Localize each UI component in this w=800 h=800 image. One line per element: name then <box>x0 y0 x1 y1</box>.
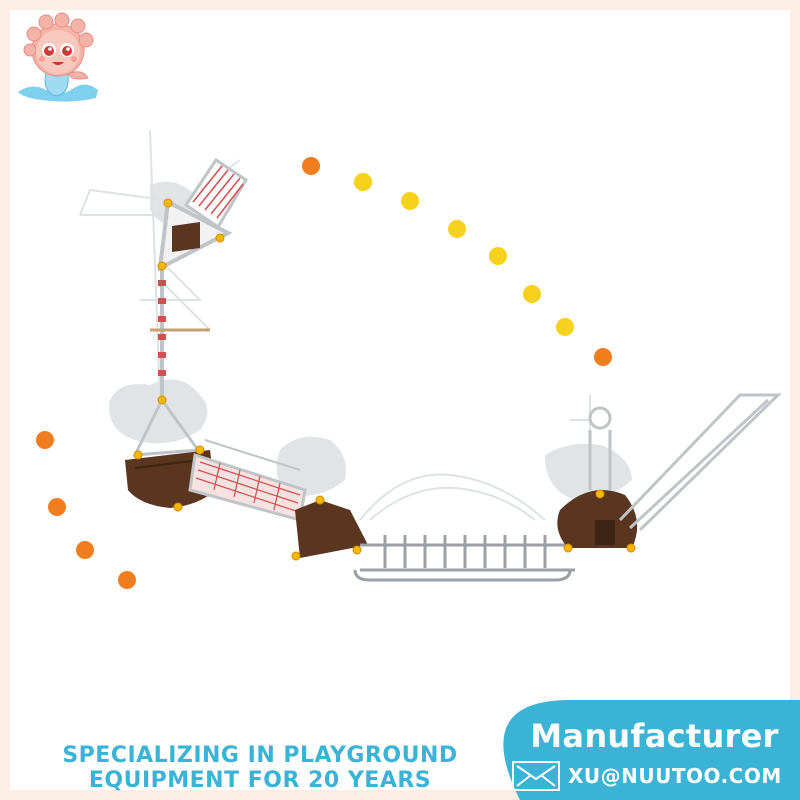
slide <box>618 393 782 532</box>
tunnel-net <box>188 439 307 522</box>
climbing-pole <box>150 268 210 400</box>
climbing-holds <box>36 157 612 589</box>
right-tower <box>557 406 638 548</box>
email-row[interactable]: XU@NUUTOO.COM <box>512 760 797 792</box>
middle-platform <box>295 500 368 558</box>
mail-icon <box>512 761 560 791</box>
email-address[interactable]: XU@NUUTOO.COM <box>568 764 782 788</box>
upper-tower <box>157 157 249 272</box>
headline-line-2: EQUIPMENT FOR 20 YEARS <box>88 768 432 793</box>
manufacturer-label: Manufacturer <box>530 717 779 755</box>
headline-line-1: SPECIALIZING IN PLAYGROUND <box>62 743 458 768</box>
connectors <box>133 198 636 561</box>
horizontal-ladder-bridge <box>353 535 575 582</box>
headline-block: SPECIALIZING IN PLAYGROUND EQUIPMENT FOR… <box>0 736 520 800</box>
mascot-logo-icon <box>18 12 98 102</box>
